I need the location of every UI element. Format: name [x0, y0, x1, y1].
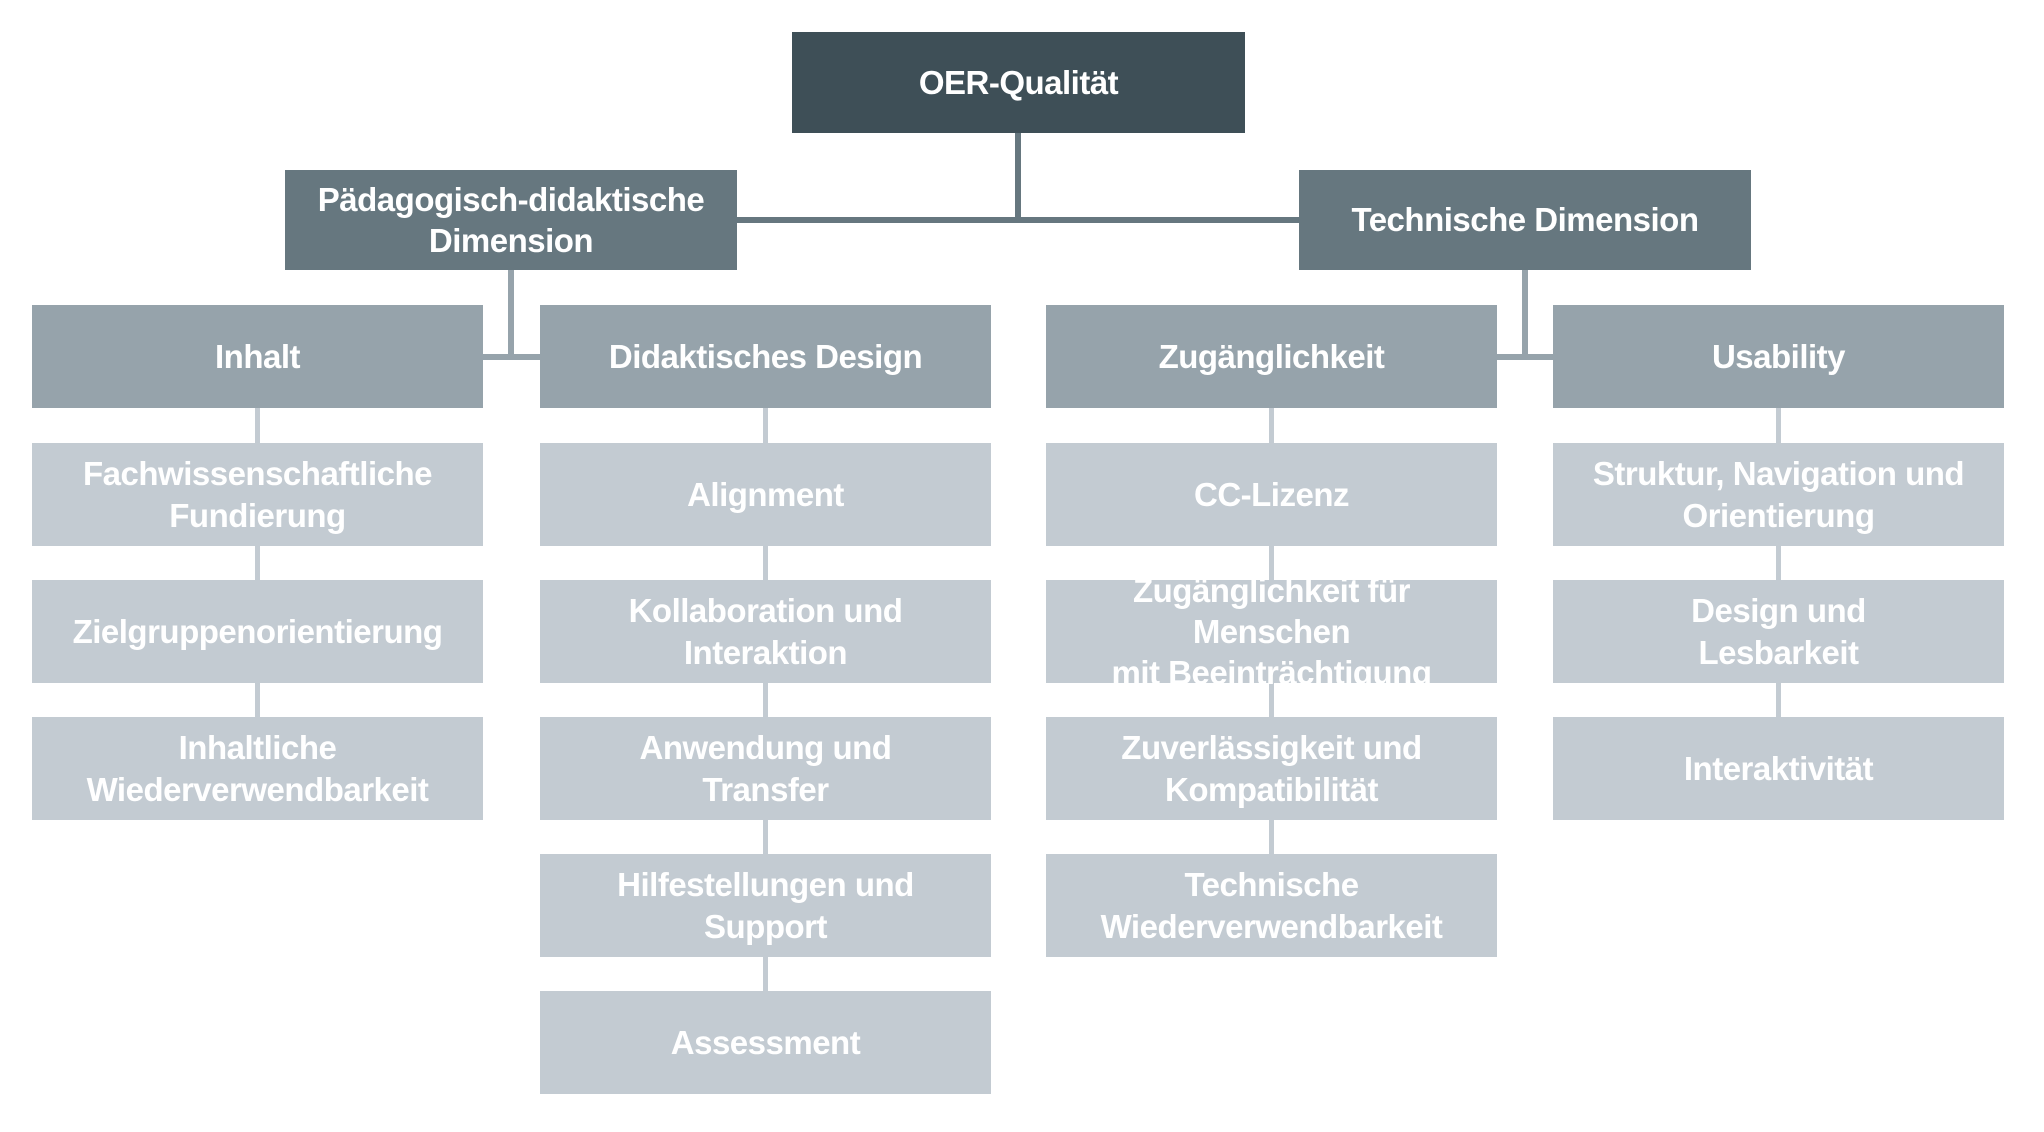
connector-didaktisches-seg-2	[763, 546, 768, 580]
connector-didaktisches-seg-4	[763, 820, 768, 854]
item-node-zuverlaessigkeit-und-kompatibilitaet: Zuverlässigkeit und Kompatibilität	[1046, 717, 1497, 820]
connector-usability-seg-3	[1776, 683, 1781, 717]
connector-inhalt-seg-1	[255, 408, 260, 443]
connector-paedagogisch-vertical	[508, 270, 514, 360]
item-node-alignment: Alignment	[540, 443, 991, 546]
dimension-node-technisch: Technische Dimension	[1299, 170, 1751, 270]
connector-didaktisches-seg-3	[763, 683, 768, 717]
connector-technisch-horizontal	[1497, 354, 1553, 360]
connector-zugaenglichkeit-seg-3	[1269, 683, 1274, 717]
category-node-zugaenglichkeit: Zugänglichkeit	[1046, 305, 1497, 408]
item-node-technische-wiederverwendbarkeit: Technische Wiederverwendbarkeit	[1046, 854, 1497, 957]
connector-didaktisches-seg-1	[763, 408, 768, 443]
item-node-assessment: Assessment	[540, 991, 991, 1094]
connector-didaktisches-seg-5	[763, 957, 768, 991]
root-node-oer-qualitaet: OER-Qualität	[792, 32, 1245, 133]
item-node-inhaltliche-wiederverwendbarkeit: Inhaltliche Wiederverwendbarkeit	[32, 717, 483, 820]
connector-root-vertical	[1015, 133, 1021, 223]
connector-inhalt-seg-2	[255, 546, 260, 580]
connector-usability-seg-1	[1776, 408, 1781, 443]
category-node-inhalt: Inhalt	[32, 305, 483, 408]
connector-technisch-vertical	[1522, 270, 1528, 360]
connector-zugaenglichkeit-seg-2	[1269, 546, 1274, 580]
item-node-cc-lizenz: CC-Lizenz	[1046, 443, 1497, 546]
connector-paedagogisch-horizontal	[483, 354, 540, 360]
connector-inhalt-seg-3	[255, 683, 260, 717]
item-node-interaktivitaet: Interaktivität	[1553, 717, 2004, 820]
category-node-usability: Usability	[1553, 305, 2004, 408]
item-node-hilfestellungen-und-support: Hilfestellungen und Support	[540, 854, 991, 957]
item-node-anwendung-und-transfer: Anwendung und Transfer	[540, 717, 991, 820]
connector-dimensions-horizontal	[737, 217, 1299, 223]
item-node-design-und-lesbarkeit: Design und Lesbarkeit	[1553, 580, 2004, 683]
item-node-zugaenglichkeit-fuer-menschen: Zugänglichkeit für Menschen mit Beeinträ…	[1046, 572, 1497, 691]
item-node-struktur-navigation-orientierung: Struktur, Navigation und Orientierung	[1553, 443, 2004, 546]
connector-usability-seg-2	[1776, 546, 1781, 580]
dimension-node-paedagogisch-didaktisch: Pädagogisch-didaktische Dimension	[285, 170, 737, 270]
connector-zugaenglichkeit-seg-1	[1269, 408, 1274, 443]
item-node-zielgruppenorientierung: Zielgruppenorientierung	[32, 580, 483, 683]
connector-zugaenglichkeit-seg-4	[1269, 820, 1274, 854]
item-node-kollaboration-und-interaktion: Kollaboration und Interaktion	[540, 580, 991, 683]
item-node-fachwissenschaftliche-fundierung: Fachwissenschaftliche Fundierung	[32, 443, 483, 546]
category-node-didaktisches-design: Didaktisches Design	[540, 305, 991, 408]
